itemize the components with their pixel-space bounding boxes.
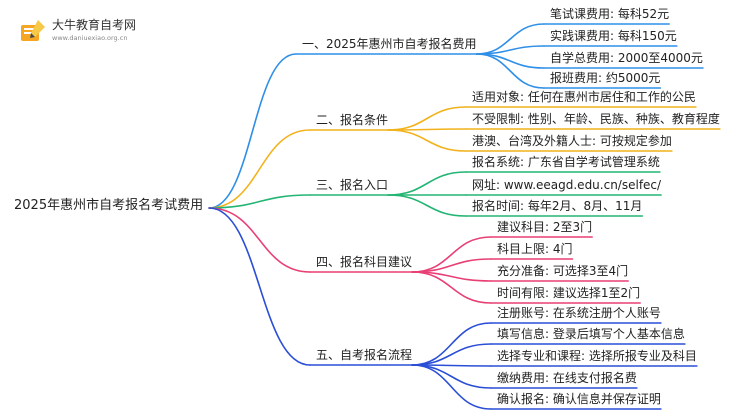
pencil-book-icon [21, 20, 45, 41]
leaf-process-4: 缴纳费用: 在线支付报名费 [497, 371, 637, 385]
logo-title: 大牛教育自考网 [52, 18, 137, 32]
link-root-fee [208, 53, 297, 209]
link-process-2 [411, 343, 492, 366]
leaf-subjects-4: 时间有限: 建议选择1至2门 [497, 286, 641, 300]
branch-process: 五、自考报名流程 [316, 348, 413, 362]
link-root-conditions [208, 129, 311, 209]
link-subjects-4 [411, 271, 492, 304]
site-logo: 大牛教育自考网 www.daniuexiao.org.cn [18, 14, 158, 50]
link-root-subjects [208, 207, 311, 273]
branch-entry: 三、报名入口 [316, 178, 389, 192]
link-entry-3 [387, 194, 467, 217]
link-process-5 [411, 364, 492, 410]
link-conditions-1 [387, 106, 467, 131]
branch-conditions: 二、报名条件 [316, 113, 389, 127]
leaf-entry-1: 报名系统: 广东省自学考试管理系统 [472, 155, 660, 169]
leaf-process-5: 确认报名: 确认信息并保存证明 [497, 392, 661, 406]
leaf-entry-2: 网址: www.eeagd.edu.cn/selfec/ [472, 178, 662, 192]
leaf-conditions-3: 港澳、台湾及外籍人士: 可按规定参加 [472, 134, 672, 148]
link-conditions-3 [387, 129, 467, 152]
leaf-fee-4: 报班费用: 约5000元 [550, 71, 661, 85]
leaf-entry-3: 报名时间: 每年2月、8月、11月 [472, 199, 643, 213]
leaf-fee-2: 实践课费用: 每科150元 [550, 29, 677, 43]
branch-subjects: 四、报名科目建议 [316, 255, 413, 269]
link-subjects-1 [411, 236, 492, 273]
branch-fee: 一、2025年惠州市自考报名费用 [302, 37, 477, 51]
link-fee-4 [475, 53, 545, 89]
leaf-conditions-2: 不受限制: 性别、年龄、民族、种族、教育程度 [472, 112, 720, 126]
leaf-subjects-3: 充分准备: 可选择3至4门 [497, 264, 629, 278]
logo-url: www.daniuexiao.org.cn [52, 34, 128, 42]
leaf-subjects-1: 建议科目: 2至3门 [497, 220, 593, 234]
leaf-fee-1: 笔试课费用: 每科52元 [550, 7, 670, 21]
root-node: 2025年惠州市自考报名考试费用 [14, 198, 204, 213]
leaf-process-2: 填写信息: 登录后填写个人基本信息 [497, 327, 685, 341]
link-fee-3 [475, 53, 545, 69]
link-root-entry [208, 194, 311, 209]
leaf-fee-3: 自学总费用: 2000至4000元 [550, 51, 703, 65]
leaf-process-3: 选择专业和课程: 选择所报专业及科目 [497, 349, 697, 363]
link-process-4 [411, 364, 492, 389]
leaf-process-1: 注册账号: 在系统注册个人账号 [497, 306, 661, 320]
link-entry-1 [387, 171, 467, 196]
leaf-conditions-1: 适用对象: 任何在惠州市居住和工作的公民 [472, 90, 696, 104]
link-root-process [208, 207, 311, 366]
leaf-subjects-2: 科目上限: 4门 [497, 242, 573, 256]
